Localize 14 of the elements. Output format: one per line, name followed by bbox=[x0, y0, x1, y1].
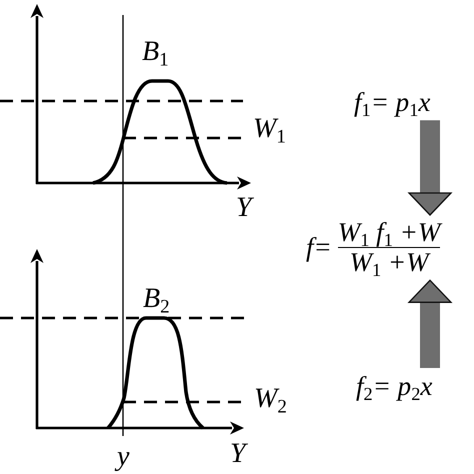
fraction-numerator: W$_{1}$ f$_{1}$ +W bbox=[338, 218, 440, 248]
level-label: W$_{2}$ bbox=[254, 383, 287, 414]
block-arrow bbox=[408, 120, 452, 216]
curve-label: B$_{2}$ bbox=[143, 283, 170, 314]
fraction-denominator: W$_{1}$ +W bbox=[349, 248, 429, 278]
block-arrow bbox=[408, 280, 452, 368]
level-label: W$_{1}$ bbox=[253, 113, 286, 144]
axis-label: Y bbox=[230, 438, 246, 470]
equation-text: f= bbox=[306, 232, 332, 262]
equation: f$_{1}$= p$_{1}$x bbox=[354, 87, 430, 118]
curve-label: B$_{1}$ bbox=[142, 36, 169, 68]
axis-label: Y bbox=[236, 192, 252, 224]
value-label: y bbox=[117, 441, 130, 472]
equation: f$_{2}$= p$_{2}$x bbox=[356, 371, 432, 402]
